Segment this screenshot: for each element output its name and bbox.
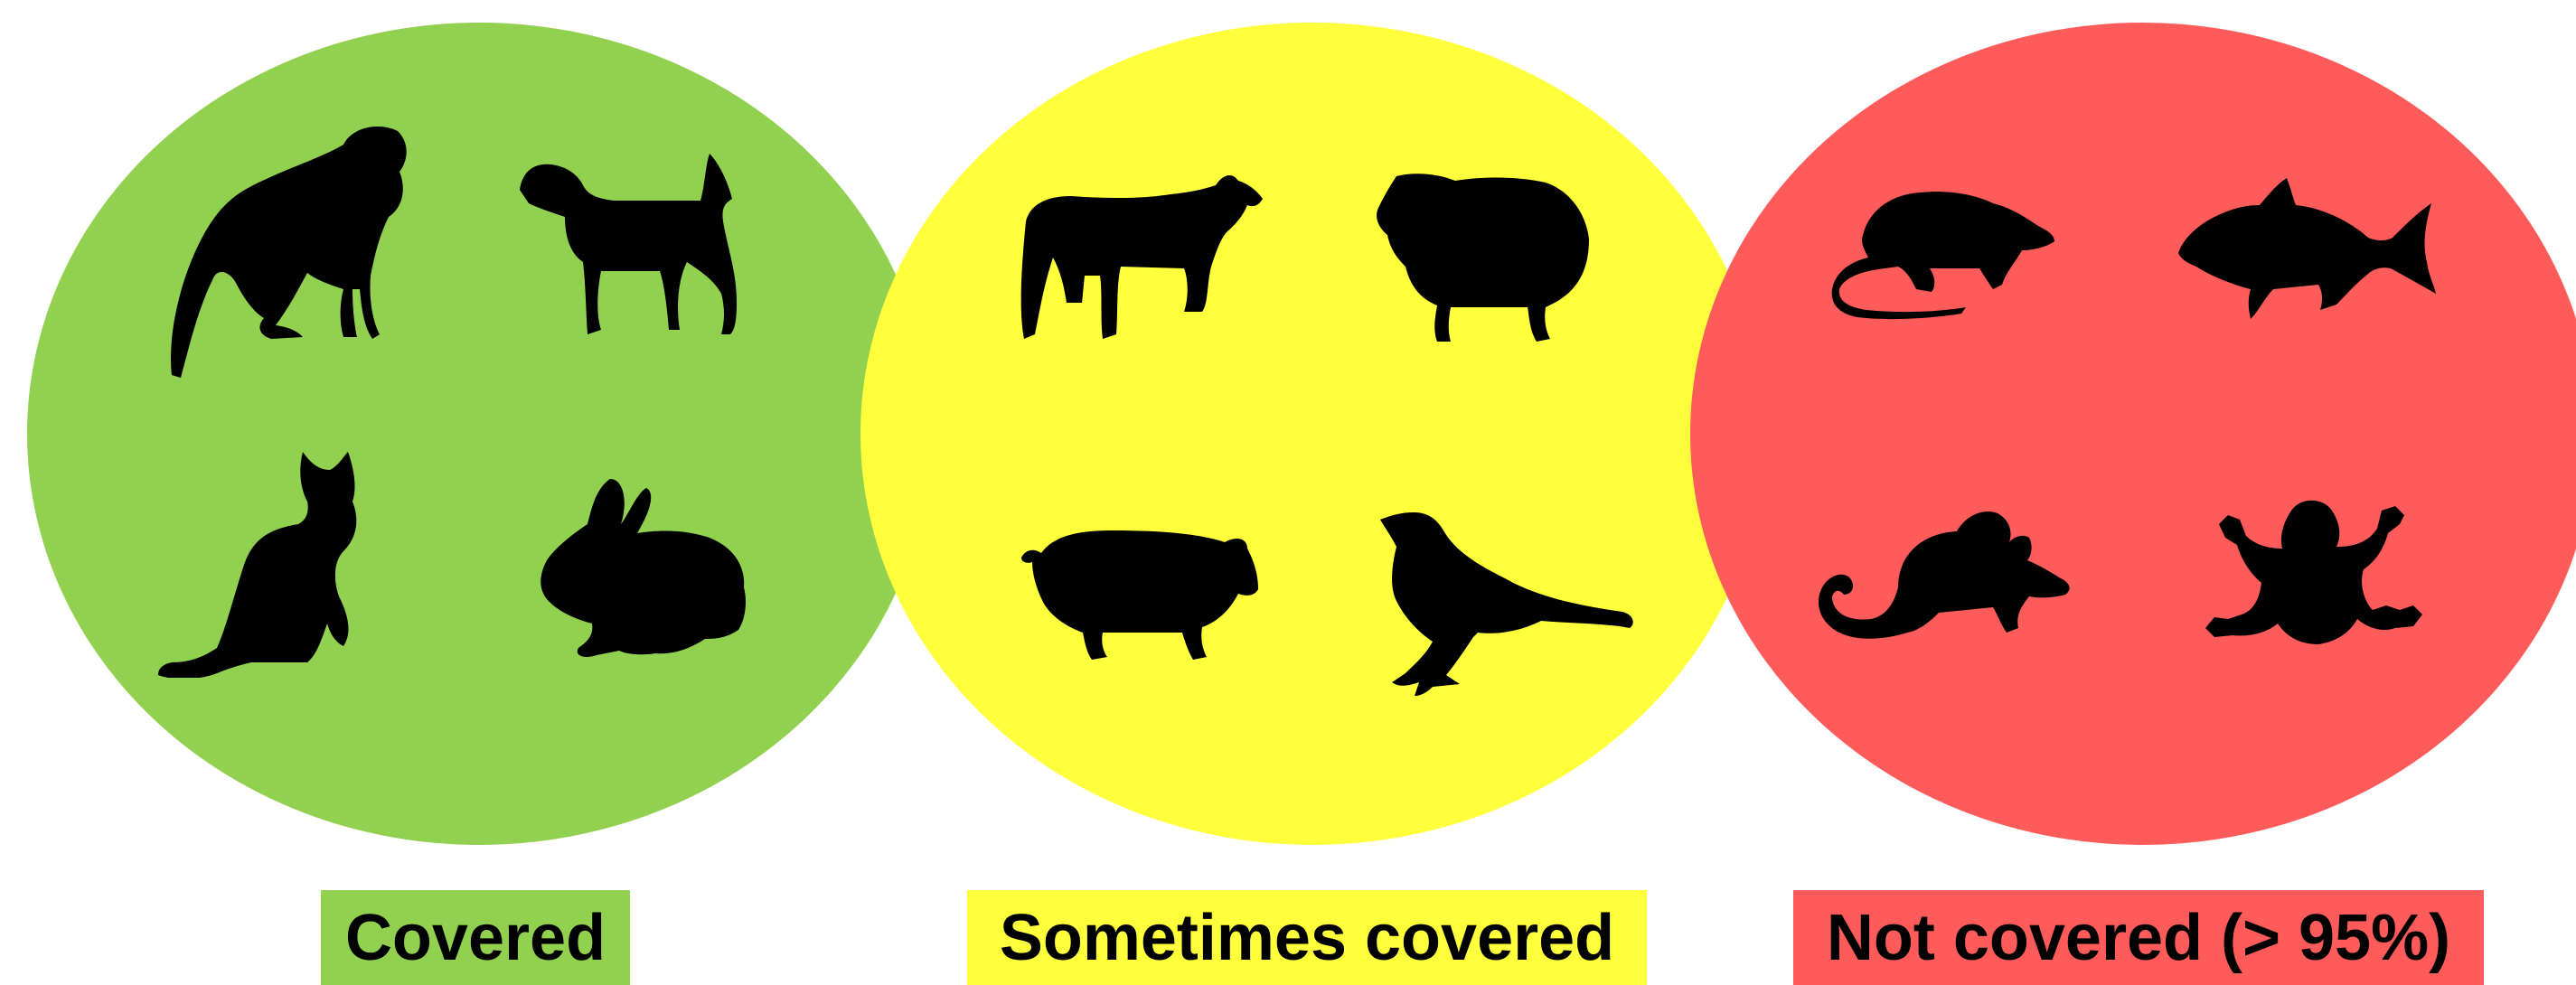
frog-icon — [2196, 492, 2431, 664]
fish-icon — [2174, 176, 2436, 325]
not-covered-label: Not covered (> 95%) — [1793, 890, 2484, 985]
sometimes-covered-circle — [860, 23, 1764, 845]
cow-icon — [1017, 167, 1265, 343]
monkey-icon — [163, 117, 411, 380]
pig-icon — [1021, 526, 1261, 661]
dog-icon — [515, 145, 741, 339]
cat-icon — [154, 447, 380, 678]
rat-icon — [1830, 185, 2056, 321]
sometimes-covered-label: Sometimes covered — [967, 890, 1647, 985]
rabbit-icon — [538, 474, 750, 660]
bird-icon — [1378, 511, 1636, 696]
not-covered-circle — [1690, 23, 2576, 845]
sheep-icon — [1374, 172, 1591, 343]
mouse-icon — [1812, 506, 2074, 655]
covered-label: Covered — [321, 890, 630, 985]
